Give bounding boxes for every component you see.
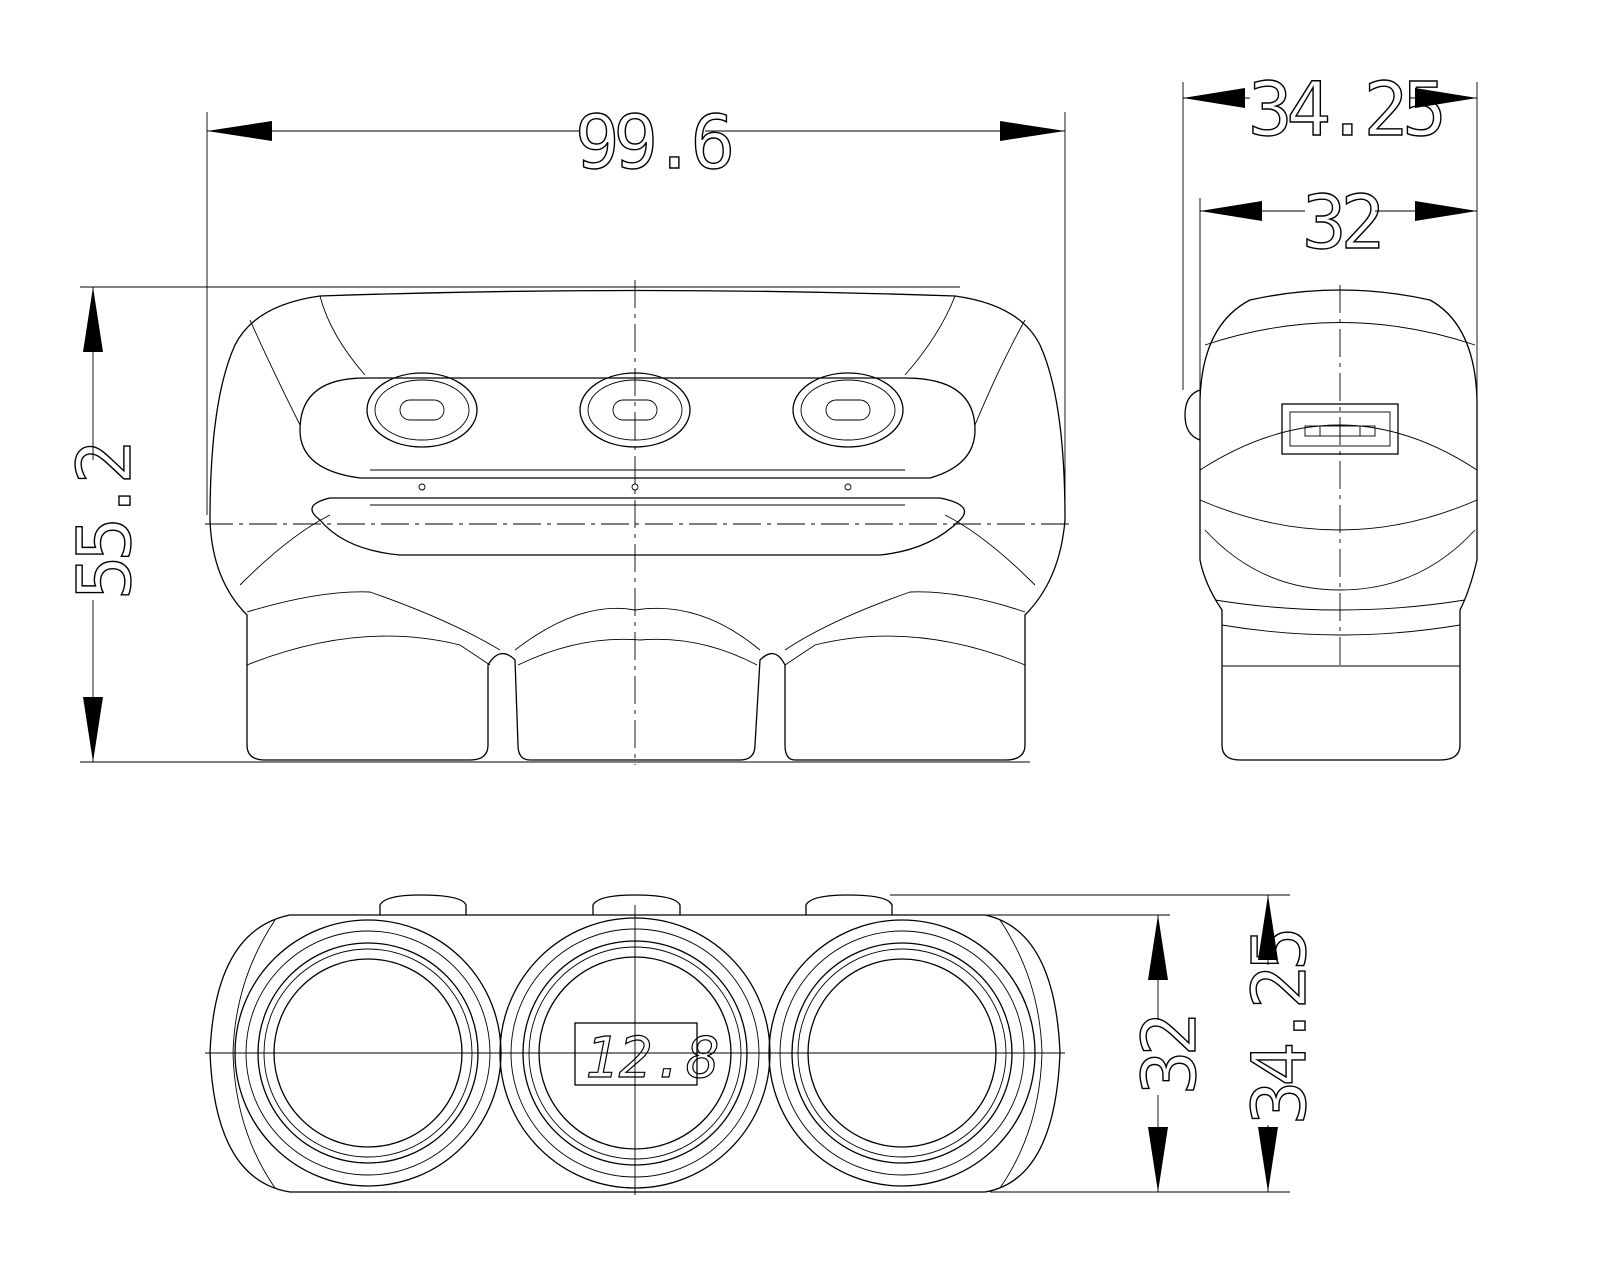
width-dim-label: 99.6 (575, 100, 731, 186)
bottom-outer-dim-label: 34.25 (1237, 932, 1323, 1125)
display-reading: 12.8 (585, 1026, 720, 1091)
bottom-inner-dimension: 32 (1126, 915, 1214, 1192)
bottom-inner-dim-label: 32 (1127, 1017, 1213, 1095)
bottom-outer-dimension: 34.25 (1236, 895, 1324, 1192)
side-outer-dim-label: 34.25 (1248, 67, 1441, 153)
button-1 (366, 372, 478, 448)
width-dimension: 99.6 (207, 99, 1065, 187)
height-dim-label: 55.2 (62, 445, 148, 600)
side-inner-dimension: 32 (1200, 179, 1477, 267)
voltage-display: 12.8 (574, 1022, 720, 1092)
side-inner-dim-label: 32 (1302, 180, 1380, 266)
height-dimension: 55.2 (61, 287, 149, 762)
side-outer-dimension: 34.25 (1183, 66, 1477, 154)
side-view: 34.25 32 (1182, 66, 1478, 761)
bottom-view: 32 34.25 (205, 894, 1324, 1195)
front-view: 99.6 55.2 (61, 99, 1070, 765)
button-3 (792, 372, 904, 448)
